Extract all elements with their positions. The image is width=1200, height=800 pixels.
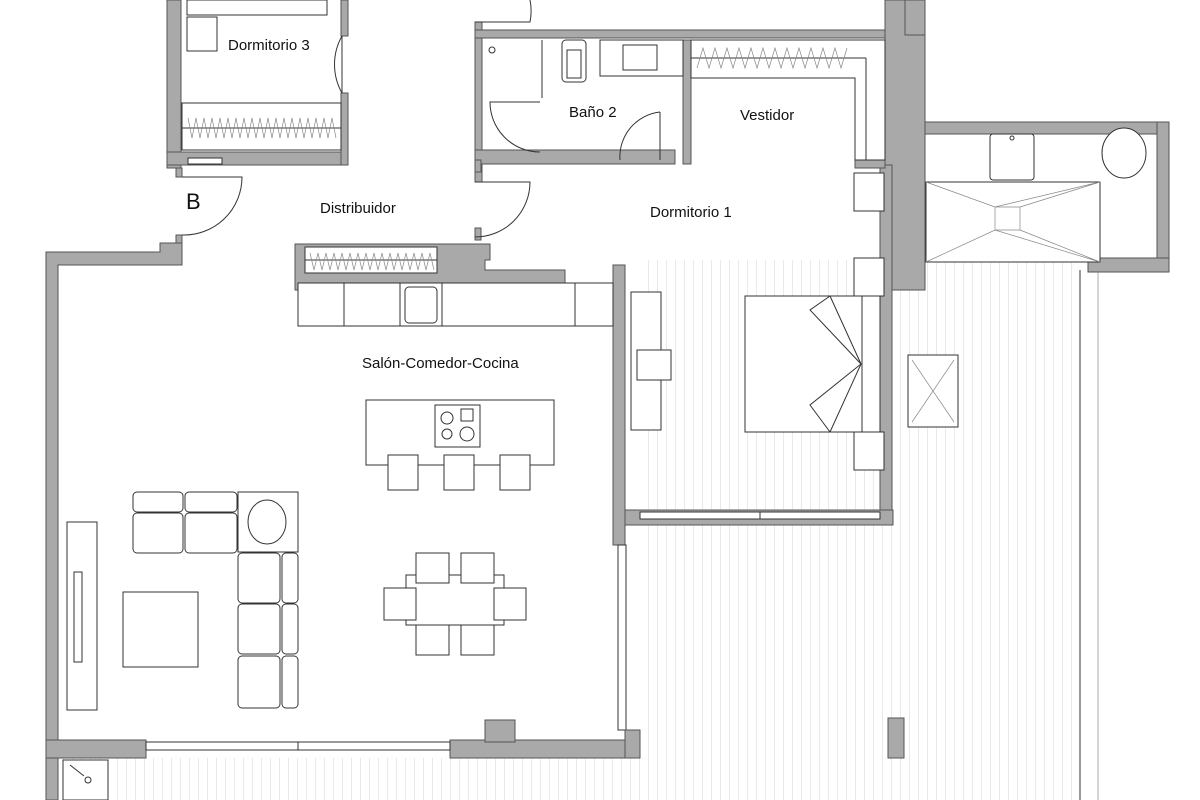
doors xyxy=(181,0,661,238)
entry-marker: B xyxy=(186,189,201,214)
room-label-salon-comedor-cocina: Salón-Comedor-Cocina xyxy=(362,355,519,372)
room-label-bano-2: Baño 2 xyxy=(569,104,617,121)
room-label-vestidor: Vestidor xyxy=(740,107,794,124)
furniture xyxy=(62,0,1147,800)
room-label-dormitorio-3: Dormitorio 3 xyxy=(228,37,310,54)
room-label-distribuidor: Distribuidor xyxy=(320,200,396,217)
walls xyxy=(45,0,1170,800)
room-label-dormitorio-1: Dormitorio 1 xyxy=(650,204,732,221)
